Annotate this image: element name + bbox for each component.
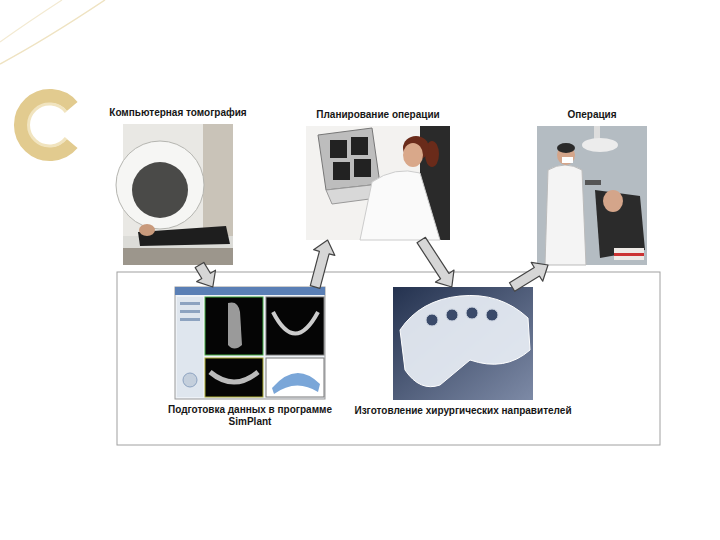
software-screenshot	[205, 297, 263, 355]
operation-photo	[562, 157, 573, 163]
software-screenshot	[175, 287, 325, 295]
process-step: Планирование операции	[306, 109, 450, 240]
software-screenshot	[180, 310, 200, 313]
ct-scanner-photo	[132, 162, 188, 218]
surgical-guide-photo	[393, 287, 533, 400]
corner-swirl	[29, 104, 66, 146]
corner-swirl	[0, 0, 105, 154]
step-caption: Изготовление хирургических направителей	[354, 405, 571, 417]
software-screenshot	[273, 312, 318, 334]
flow-arrow	[310, 240, 335, 288]
process-step: Компьютерная томография	[106, 107, 249, 265]
software-screenshot	[180, 318, 200, 321]
operation-photo	[614, 253, 644, 256]
ct-scanner-photo	[123, 248, 233, 265]
software-screenshot	[175, 287, 325, 399]
operation-photo	[545, 165, 586, 265]
ct-scanner-photo	[116, 124, 233, 265]
operation-photo	[614, 248, 644, 260]
surgical-guide-photo	[466, 307, 478, 319]
software-screenshot	[180, 302, 200, 305]
operation-photo	[585, 180, 601, 185]
software-screenshot	[228, 302, 242, 348]
step-caption: Операция	[567, 109, 616, 121]
software-screenshot	[266, 358, 324, 397]
step-caption: Подготовка данных в программе SimPlant	[160, 404, 340, 428]
corner-swirl	[0, 0, 105, 64]
ct-scanner-photo	[139, 224, 155, 236]
planning-photo	[330, 140, 347, 158]
operation-photo	[595, 190, 645, 258]
operation-photo	[582, 138, 618, 152]
software-screenshot	[266, 297, 324, 355]
process-frame	[117, 272, 660, 445]
software-screenshot	[175, 287, 325, 399]
planning-photo	[318, 128, 380, 190]
process-step: Подготовка данных в программе SimPlant	[157, 287, 343, 432]
ct-scanner-photo	[116, 141, 204, 229]
flow-arrow	[417, 237, 454, 287]
surgical-guide-photo	[446, 309, 458, 321]
process-step: Изготовление хирургических направителей	[351, 287, 574, 421]
corner-swirl	[21, 96, 72, 154]
process-step: Операция	[537, 109, 647, 265]
software-screenshot	[272, 373, 320, 394]
surgical-guide-photo	[400, 295, 530, 386]
planning-photo	[354, 159, 371, 177]
software-screenshot	[183, 373, 197, 387]
operation-photo	[537, 126, 647, 265]
software-screenshot	[210, 372, 258, 382]
operation-photo	[557, 143, 575, 153]
planning-photo	[403, 143, 423, 167]
step-caption: Планирование операции	[316, 109, 439, 121]
flow-arrow	[510, 262, 549, 291]
step-caption: Компьютерная томография	[109, 107, 246, 119]
software-screenshot	[177, 297, 203, 397]
planning-photo	[360, 171, 440, 240]
planning-photo	[306, 126, 450, 240]
planning-photo	[306, 126, 450, 240]
software-screenshot	[205, 358, 263, 397]
operation-photo	[594, 126, 600, 140]
process-frame	[117, 272, 660, 445]
operation-photo	[537, 126, 647, 265]
surgical-guide-photo	[486, 309, 498, 321]
planning-photo	[351, 137, 368, 155]
corner-swirl	[0, 0, 62, 42]
flow-arrow	[195, 262, 215, 287]
surgical-guide-photo	[393, 287, 533, 400]
surgical-guide-photo	[426, 314, 438, 326]
operation-photo	[603, 190, 623, 212]
planning-photo	[333, 162, 350, 180]
